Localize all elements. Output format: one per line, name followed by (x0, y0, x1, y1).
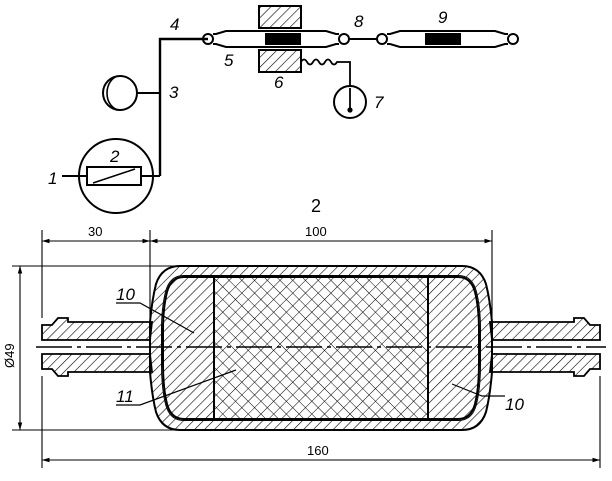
flow-gauge (102, 75, 160, 111)
right-plug (427, 276, 480, 420)
callout-7: 7 (374, 93, 384, 112)
upper-scheme: 1 2 3 4 5 6 7 8 9 (48, 5, 519, 214)
gas-source-with-reducer (62, 138, 160, 214)
callout-5: 5 (224, 51, 234, 70)
supply-line (158, 37, 208, 176)
callout-1: 1 (48, 169, 57, 188)
callout-3: 3 (169, 83, 179, 102)
dim-middle-length: 100 (305, 224, 327, 239)
tube-cross-section (36, 265, 606, 431)
callout-2: 2 (109, 147, 120, 166)
callout-4: 4 (170, 15, 179, 34)
callout-9: 9 (438, 8, 448, 27)
lower-leaders (116, 302, 505, 406)
callout-6: 6 (274, 73, 284, 92)
right-fitting (488, 317, 601, 377)
callout-8: 8 (354, 12, 364, 31)
figure-label: 2 (311, 196, 321, 216)
left-fitting (41, 317, 154, 377)
callout-10-left: 10 (116, 285, 135, 304)
dim-diameter: Ø49 (2, 343, 17, 368)
callout-10-right: 10 (505, 395, 524, 414)
callout-11: 11 (116, 387, 134, 406)
dim-total-length: 160 (307, 443, 329, 458)
filler-material (213, 276, 429, 420)
dimensions (12, 230, 601, 468)
thermocouple (300, 58, 367, 119)
tube-furnace (258, 5, 302, 73)
absorber-tube (376, 30, 519, 48)
left-plug (162, 276, 215, 420)
dim-left-length: 30 (88, 224, 102, 239)
sample-tube (202, 30, 350, 48)
